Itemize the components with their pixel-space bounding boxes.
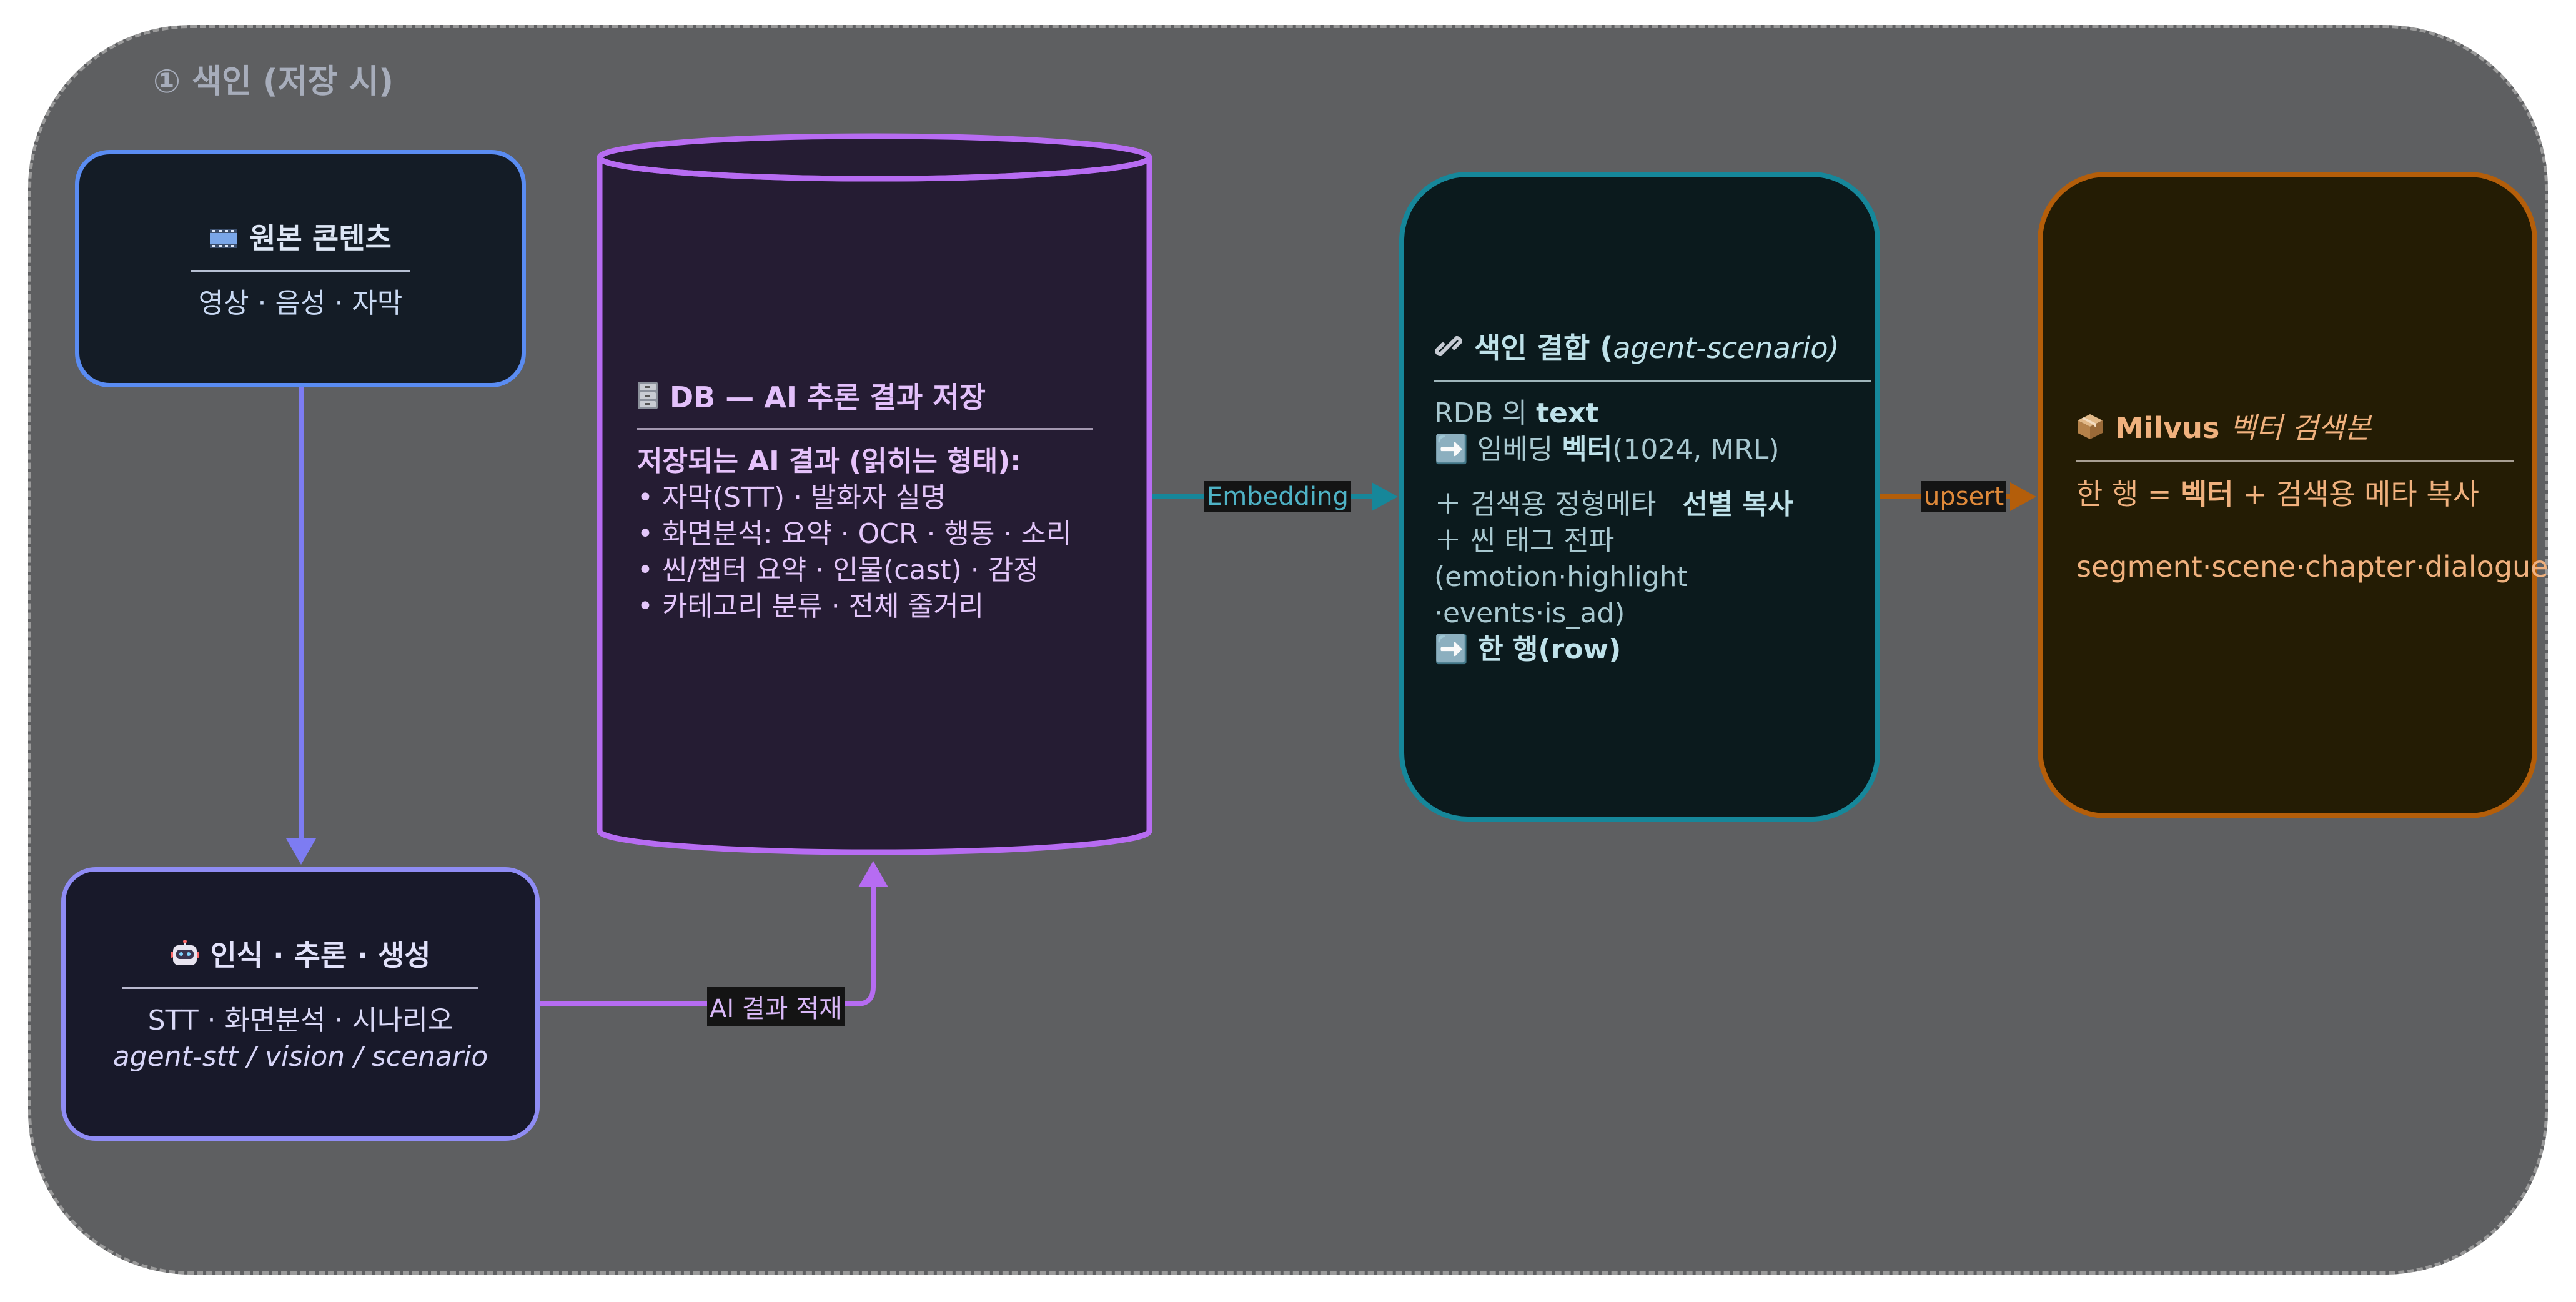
milvus-divider	[2076, 459, 2514, 462]
db-cylinder	[597, 133, 1152, 855]
milvus-title: Milvus	[2115, 410, 2230, 445]
index-title-row: 색인 결합 (agent-scenario)	[1434, 326, 1840, 367]
arrow-right-icon: ➡️	[1434, 434, 1469, 465]
db-divider	[637, 428, 1093, 430]
db-subtitle: 저장되는 AI 결과 (읽히는 형태):	[637, 445, 1021, 477]
edge-label-embedding: Embedding	[1204, 481, 1351, 512]
source-title-row: 원본 콘텐츠	[209, 216, 392, 257]
source-title: 원본 콘텐츠	[249, 221, 392, 255]
index-divider	[1434, 380, 1871, 382]
milvus-title-row: Milvus 벡터 검색본	[2076, 405, 2371, 447]
link-icon	[1434, 332, 1463, 367]
film-icon	[209, 224, 238, 257]
ai-line-1: STT · 화면분석 · 시나리오	[147, 1005, 453, 1036]
index-line-5: (emotion·highlight ·events·is_ad)	[1434, 561, 1688, 629]
arrowhead-right-teal	[1372, 482, 1398, 511]
arrowhead-up	[858, 861, 888, 887]
index-line-4: ＋ 씬 태그 전파	[1434, 525, 1615, 557]
db-title: DB — AI 추론 결과 저장	[670, 380, 986, 414]
ai-line-2: agent-stt / vision / scenario	[112, 1041, 488, 1073]
index-line-6: ➡️ 한 행(row)	[1434, 634, 1622, 665]
milvus-line-1: 한 행 = 벡터 + 검색용 메타 복사	[2076, 477, 2479, 511]
db-item: • 카테고리 분류 · 전체 줄거리	[637, 590, 984, 622]
milvus-node: Milvus 벡터 검색본 한 행 = 벡터 + 검색용 메타 복사 segme…	[2038, 172, 2548, 818]
index-line-2: ➡️ 임베딩 벡터(1024, MRL)	[1434, 434, 1780, 465]
db-item: • 자막(STT) · 발화자 실명	[637, 482, 946, 514]
file-cabinet-icon	[637, 381, 658, 417]
db-item: • 씬/챕터 요약 · 인물(cast) · 감정	[637, 554, 1039, 586]
group-title: ① 색인 (저장 시)	[153, 63, 394, 101]
source-divider	[191, 270, 410, 272]
robot-icon	[170, 940, 199, 975]
index-title-italic: agent-scenario)	[1613, 331, 1840, 365]
edge-label-upsert: upsert	[1921, 481, 2007, 512]
arrowhead-right-orange	[2010, 482, 2036, 511]
db-title-row: DB — AI 추론 결과 저장	[637, 375, 1124, 417]
ai-title-row: 인식 · 추론 · 생성	[170, 933, 431, 975]
db-node: DB — AI 추론 결과 저장 저장되는 AI 결과 (읽히는 형태): • …	[637, 375, 1124, 625]
ai-divider	[122, 987, 478, 989]
edge-ai-to-db	[540, 886, 876, 1006]
index-line-3: ＋ 검색용 정형메타 선별 복사	[1434, 489, 1793, 520]
ai-inference-node: 인식 · 추론 · 생성 STT · 화면분석 · 시나리오 agent-stt…	[61, 867, 540, 1141]
arrowhead-down	[286, 838, 316, 865]
package-icon	[2076, 413, 2104, 447]
index-title: 색인 결합 (	[1474, 331, 1613, 365]
milvus-title-italic: 벡터 검색본	[2229, 410, 2371, 445]
ai-title: 인식 · 추론 · 생성	[210, 938, 431, 972]
milvus-line-2: segment·scene·chapter·dialogue	[2076, 549, 2549, 584]
edge-label-ai-to-db: AI 결과 적재	[707, 987, 845, 1026]
source-line-1: 영상 · 음성 · 자막	[198, 287, 403, 319]
db-item: • 화면분석: 요약 · OCR · 행동 · 소리	[637, 518, 1072, 550]
source-content-node: 원본 콘텐츠 영상 · 음성 · 자막	[75, 150, 526, 387]
arrow-right-icon: ➡️	[1434, 634, 1469, 665]
index-merge-node: 색인 결합 (agent-scenario) RDB 의 text ➡️ 임베딩…	[1399, 172, 1880, 822]
index-line-1: RDB 의 text	[1434, 397, 1599, 429]
